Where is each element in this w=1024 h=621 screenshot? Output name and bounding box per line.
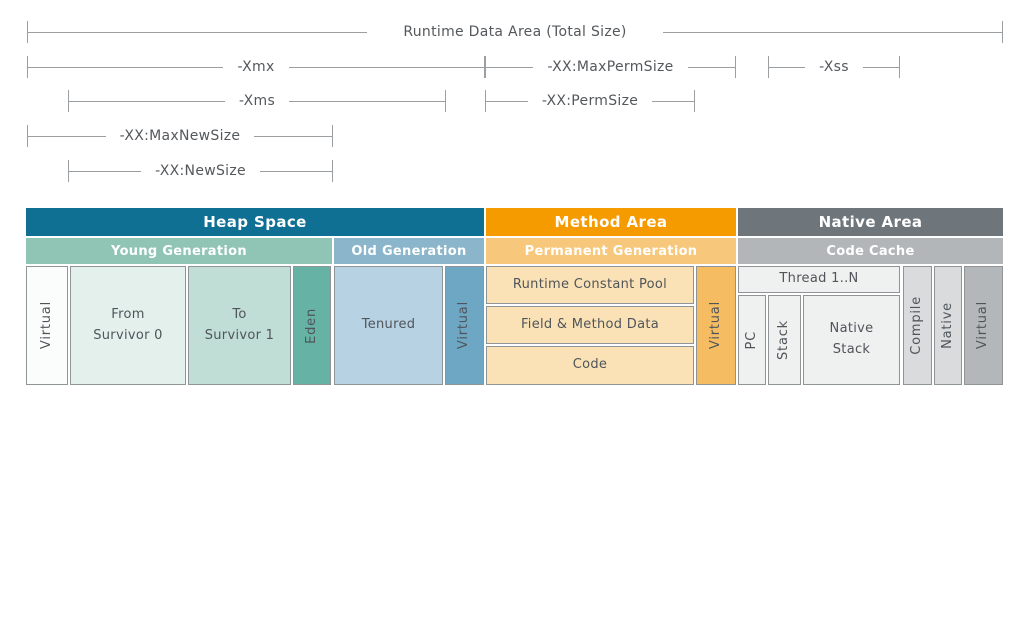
cell-field-method-data: Field & Method Data [486, 306, 694, 344]
header-permanent-generation: Permanent Generation [486, 238, 736, 264]
cell-label: Compile [909, 296, 925, 355]
measure-new-size: -XX:NewSize [68, 160, 334, 182]
measure-label: -XX:MaxPermSize [547, 59, 674, 75]
measure-line [687, 66, 736, 68]
cell-stack: Stack [768, 295, 801, 385]
measure-line [288, 66, 485, 68]
measure-tick [332, 125, 334, 147]
measure-tick [484, 56, 486, 78]
cell-pc: PC [738, 295, 766, 385]
measure-perm-size: -XX:PermSize [485, 90, 696, 112]
cell-virtual-old-gen: Virtual [445, 266, 484, 385]
measure-line [652, 100, 695, 102]
measure-tick [68, 160, 69, 182]
cell-tenured: Tenured [334, 266, 443, 385]
cell-label: Virtual [707, 301, 723, 350]
cell-native-stack: Native Stack [803, 295, 900, 385]
measure-line [769, 66, 806, 68]
measure-tick [332, 160, 334, 182]
measure-tick [27, 125, 28, 147]
measure-line [486, 66, 534, 68]
cell-runtime-constant-pool: Runtime Constant Pool [486, 266, 694, 304]
measure-tick [735, 56, 737, 78]
cell-thread-1-n: Thread 1..N [738, 266, 900, 293]
measure-max-perm-size: -XX:MaxPermSize [485, 56, 737, 78]
measure-label: -Xmx [237, 59, 275, 75]
header-method-area: Method Area [486, 208, 736, 236]
cell-label: Virtual [975, 301, 991, 350]
header-young-generation: Young Generation [26, 238, 332, 264]
cell-native: Native [934, 266, 962, 385]
cell-virtual-perm-gen: Virtual [696, 266, 736, 385]
header-old-generation: Old Generation [334, 238, 484, 264]
measure-line [662, 31, 1002, 33]
measure-label: -XX:PermSize [541, 93, 639, 109]
measure-line [486, 100, 528, 102]
measure-line [69, 100, 225, 102]
measure-line [259, 170, 333, 172]
measure-xms: -Xms [68, 90, 447, 112]
cell-label: Native [939, 302, 955, 349]
cell-to-survivor-1: To Survivor 1 [188, 266, 291, 385]
measure-tick [27, 56, 28, 78]
cell-eden: Eden [293, 266, 331, 385]
measure-xss: -Xss [768, 56, 901, 78]
measure-line [69, 170, 142, 172]
cell-virtual-heap-left: Virtual [26, 266, 68, 385]
header-heap-space: Heap Space [26, 208, 484, 236]
cell-label: Stack [776, 320, 792, 360]
measure-tick [899, 56, 901, 78]
measure-xmx: -Xmx [27, 56, 486, 78]
measure-line [28, 135, 106, 137]
measure-tick [445, 90, 447, 112]
measure-tick [485, 56, 486, 78]
measure-tick [68, 90, 69, 112]
measure-line [862, 66, 900, 68]
measure-line [28, 66, 224, 68]
measure-label: -Xms [238, 93, 276, 109]
measure-tick [485, 90, 486, 112]
measure-line [28, 31, 368, 33]
cell-virtual-native: Virtual [964, 266, 1003, 385]
cell-label: Eden [303, 307, 319, 344]
cell-label: PC [743, 330, 759, 350]
cell-from-survivor-0: From Survivor 0 [70, 266, 186, 385]
measure-line [254, 135, 333, 137]
header-native-area: Native Area [738, 208, 1003, 236]
cell-compile: Compile [903, 266, 932, 385]
measure-label: -Xss [819, 59, 849, 75]
cell-label: Virtual [38, 301, 54, 350]
header-code-cache: Code Cache [738, 238, 1003, 264]
measure-max-new-size: -XX:MaxNewSize [27, 125, 334, 147]
measure-label: Runtime Data Area (Total Size) [403, 24, 627, 40]
measure-tick [1002, 21, 1003, 43]
measure-tick [27, 21, 28, 43]
measure-label: -XX:MaxNewSize [119, 128, 241, 144]
measure-runtime-data-area: Runtime Data Area (Total Size) [27, 21, 1003, 43]
measure-label: -XX:NewSize [155, 163, 246, 179]
measure-tick [694, 90, 696, 112]
cell-label: Virtual [456, 301, 472, 350]
measure-line [289, 100, 446, 102]
cell-code: Code [486, 346, 694, 385]
measure-tick [768, 56, 769, 78]
